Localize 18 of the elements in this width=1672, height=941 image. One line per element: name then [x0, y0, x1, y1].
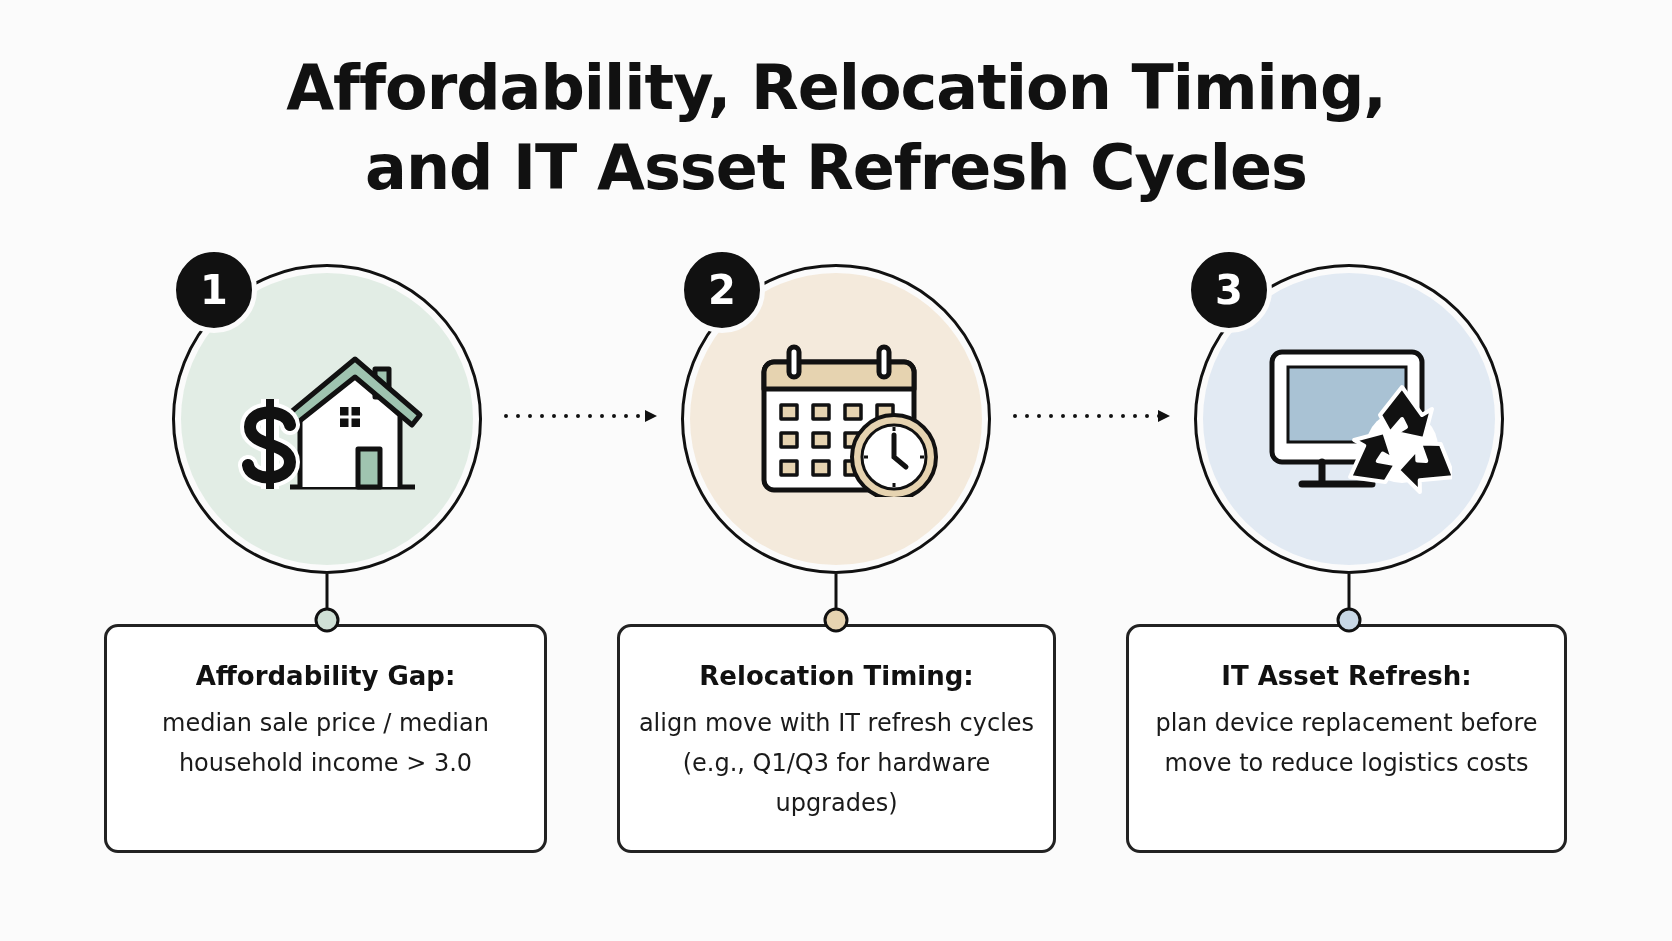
- icon-circle: [681, 264, 991, 574]
- card-description: align move with IT refresh cycles (e.g., Q1/Q3 for hardware upgrades): [638, 708, 1035, 819]
- card-description: plan device replacement before move to reduce logistics costs: [1154, 708, 1539, 779]
- dotted-arrow: [504, 410, 657, 422]
- text-card: [617, 624, 1056, 853]
- dotted-arrow: [1013, 410, 1170, 422]
- connector-line: [823, 574, 849, 633]
- title: Affordability, Relocation Timing, and IT Asset Refresh Cycles: [285, 50, 1387, 206]
- text-card: [1126, 624, 1567, 853]
- connector-line: [314, 574, 340, 633]
- icon-circle: [172, 264, 482, 574]
- card-heading: Affordability Gap:: [195, 661, 456, 691]
- card-description: median sale price / median household income > 3.0: [161, 708, 490, 779]
- text-card: [104, 624, 547, 853]
- card-heading: IT Asset Refresh:: [1221, 661, 1472, 691]
- card-heading: Relocation Timing:: [699, 661, 974, 691]
- icon-circle: [1194, 264, 1504, 574]
- connector-line: [1336, 574, 1362, 633]
